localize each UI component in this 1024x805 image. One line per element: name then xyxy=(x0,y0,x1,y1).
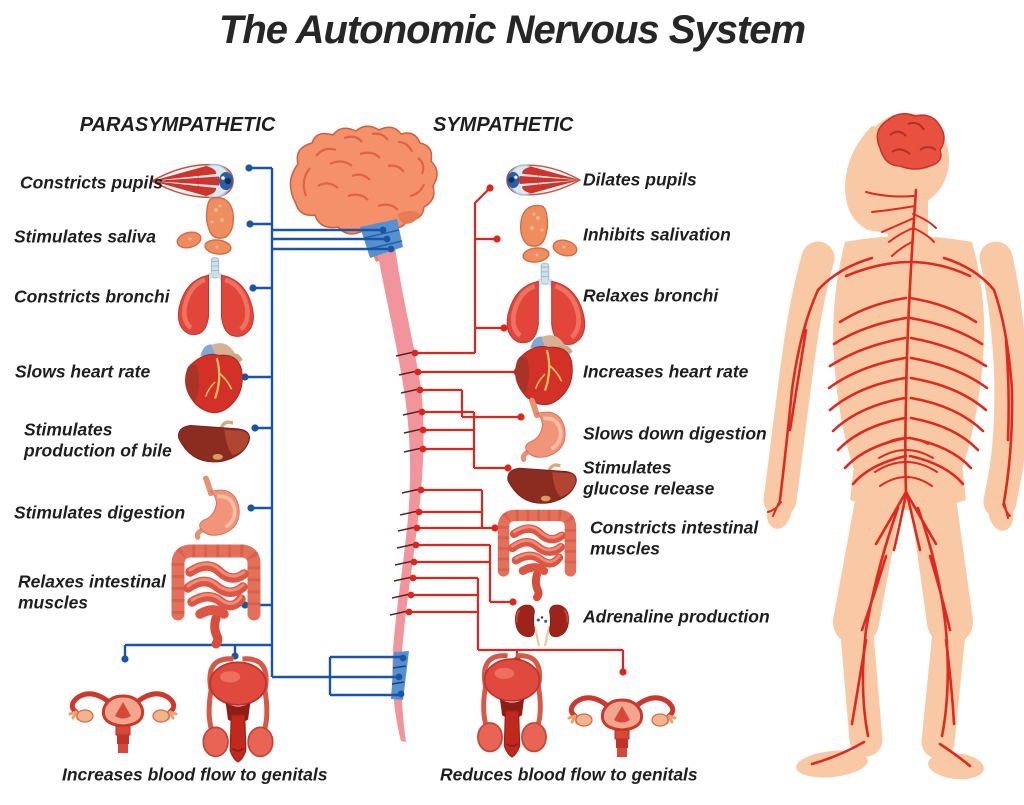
lungs-icon-right xyxy=(507,263,585,344)
label-dilates-pupils: Dilates pupils xyxy=(583,169,697,190)
kidneys-adrenal-icon xyxy=(514,603,570,648)
label-slows-down-digestion: Slows down digestion xyxy=(583,423,767,444)
heart-icon-left xyxy=(184,342,244,414)
male-reproductive-icon-left xyxy=(203,659,272,762)
stomach-icon-left xyxy=(197,478,239,537)
female-reproductive-icon-left xyxy=(70,694,176,753)
body-nervous-system-figure xyxy=(763,113,1024,780)
intestines-icon-right xyxy=(504,515,571,597)
label-inhibits-salivation: Inhibits salivation xyxy=(583,224,731,245)
figure-brain xyxy=(876,113,945,170)
figure-nerves xyxy=(767,188,1014,768)
salivary-glands-icon-right xyxy=(519,204,580,265)
parasympathetic-header: PARASYMPATHETIC xyxy=(79,114,276,136)
sympathetic-connectors xyxy=(405,184,627,676)
liver-icon-left xyxy=(176,420,252,464)
eye-icon-right xyxy=(506,164,581,196)
brain-illustration xyxy=(289,125,438,262)
label-constricts-pupils: Constricts pupils xyxy=(20,172,163,193)
sympathetic-header: SYMPATHETIC xyxy=(433,114,574,136)
page-title: The Autonomic Nervous System xyxy=(218,8,806,52)
label-stimulates-glucose-release: Stimulates glucose release xyxy=(583,457,715,498)
parasympathetic-connectors xyxy=(121,164,407,698)
label-stimulates-saliva: Stimulates saliva xyxy=(14,226,157,247)
male-reproductive-icon-right xyxy=(478,656,546,757)
heart-icon-right xyxy=(514,334,574,406)
label-reduces-blood-flow-genitals: Reduces blood flow to genitals xyxy=(440,764,698,785)
label-increases-blood-flow-genitals: Increases blood flow to genitals xyxy=(62,764,328,785)
label-relaxes-bronchi: Relaxes bronchi xyxy=(583,285,719,306)
spinal-cord xyxy=(360,219,424,742)
label-relaxes-intestinal-muscles: Relaxes intestinal muscles xyxy=(18,571,166,612)
salivary-glands-icon-left xyxy=(174,196,235,257)
stomach-icon-right xyxy=(523,400,565,459)
label-increases-heart-rate: Increases heart rate xyxy=(583,361,749,382)
label-constricts-bronchi: Constricts bronchi xyxy=(14,286,170,307)
liver-icon-right xyxy=(506,463,579,505)
label-stimulates-bile: Stimulates production of bile xyxy=(24,419,172,460)
eye-icon-left xyxy=(151,163,234,199)
label-constricts-intestinal-muscles: Constricts intestinal muscles xyxy=(590,517,759,558)
label-stimulates-digestion: Stimulates digestion xyxy=(14,502,186,523)
lungs-icon-left xyxy=(178,258,253,337)
female-reproductive-icon-right xyxy=(569,698,675,757)
label-adrenaline-production: Adrenaline production xyxy=(583,606,770,627)
label-slows-heart-rate: Slows heart rate xyxy=(15,361,151,382)
